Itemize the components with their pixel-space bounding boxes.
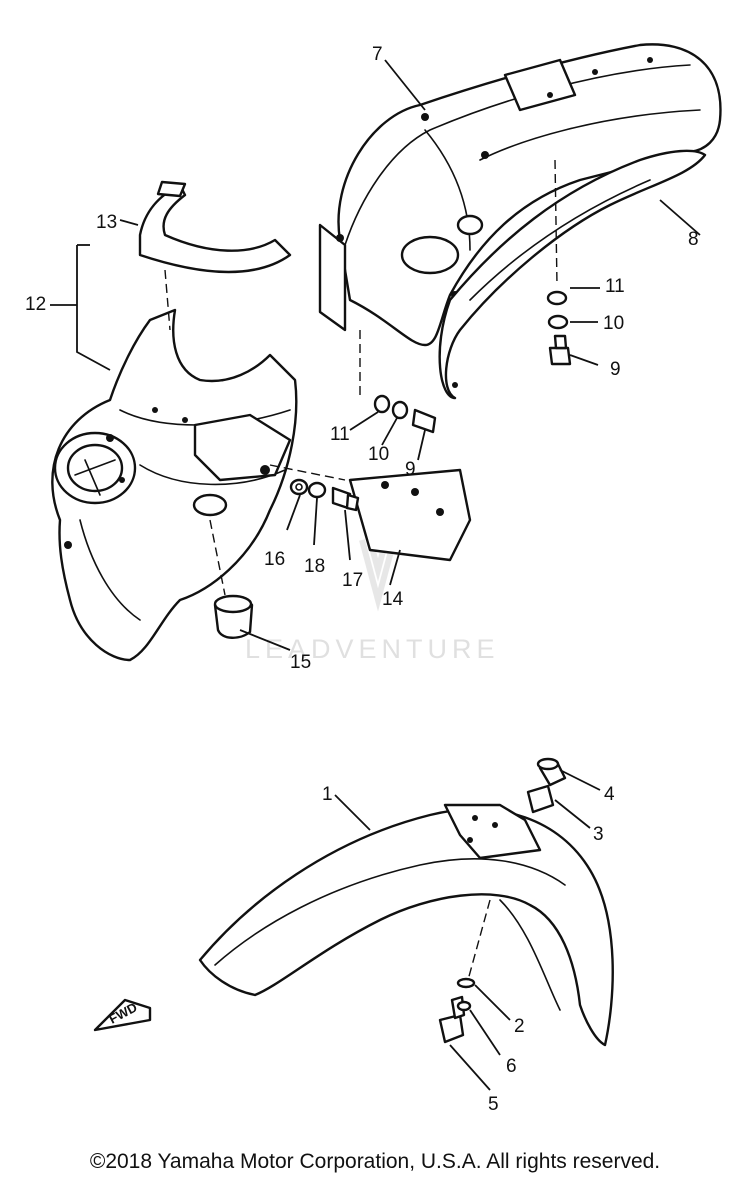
callout-3: 3 — [593, 824, 604, 845]
callout-labels: 1 2 3 4 5 6 7 8 9 10 11 12 13 14 15 16 1… — [25, 44, 699, 1115]
cap-4 — [536, 757, 567, 787]
spacer-3 — [526, 784, 555, 814]
bolt-9-right — [548, 334, 572, 366]
washer-11-upper — [373, 394, 391, 414]
washer-2 — [456, 977, 476, 989]
assembly-lines — [164, 159, 558, 981]
callout-14: 14 — [382, 589, 404, 610]
rear-fender — [318, 43, 722, 347]
callout-16: 16 — [264, 549, 285, 570]
copyright-notice: ©2018 Yamaha Motor Corporation, U.S.A. A… — [89, 1150, 661, 1173]
callout-9-left: 9 — [405, 459, 416, 480]
callout-10-left: 10 — [368, 444, 389, 465]
callout-17: 17 — [342, 570, 363, 591]
callout-5: 5 — [488, 1094, 499, 1115]
callout-8: 8 — [688, 229, 699, 250]
band-clamp — [138, 180, 292, 274]
callout-1: 1 — [322, 784, 333, 805]
callout-4: 4 — [604, 784, 615, 805]
callout-10-right: 10 — [603, 313, 624, 334]
washer-6 — [456, 1000, 472, 1012]
bracket-plate — [348, 468, 472, 562]
callout-11-right: 11 — [605, 276, 625, 297]
washer-11-right — [546, 290, 568, 306]
washer-16 — [289, 478, 309, 496]
callout-9-right: 9 — [610, 359, 621, 380]
callout-11-left: 11 — [330, 424, 350, 445]
washer-10-right — [547, 314, 569, 330]
callout-2: 2 — [514, 1016, 525, 1037]
bolt-9-upper — [411, 408, 437, 434]
bolt-17 — [331, 486, 360, 512]
callout-6: 6 — [506, 1056, 517, 1077]
rear-flap — [438, 149, 707, 400]
callout-13: 13 — [96, 212, 117, 233]
callout-7: 7 — [372, 44, 383, 65]
front-fender — [198, 803, 614, 1047]
grommet-15 — [213, 594, 254, 639]
washer-18 — [307, 481, 327, 499]
callout-12: 12 — [25, 294, 46, 315]
headlight-housing — [51, 308, 298, 662]
leader-lines — [50, 59, 701, 1091]
callout-18: 18 — [304, 556, 325, 577]
watermark-text: LEADVENTURE — [245, 634, 500, 664]
washer-10-upper — [391, 400, 409, 420]
fwd-arrow-icon: FWD — [93, 998, 152, 1032]
callout-15: 15 — [290, 652, 311, 673]
